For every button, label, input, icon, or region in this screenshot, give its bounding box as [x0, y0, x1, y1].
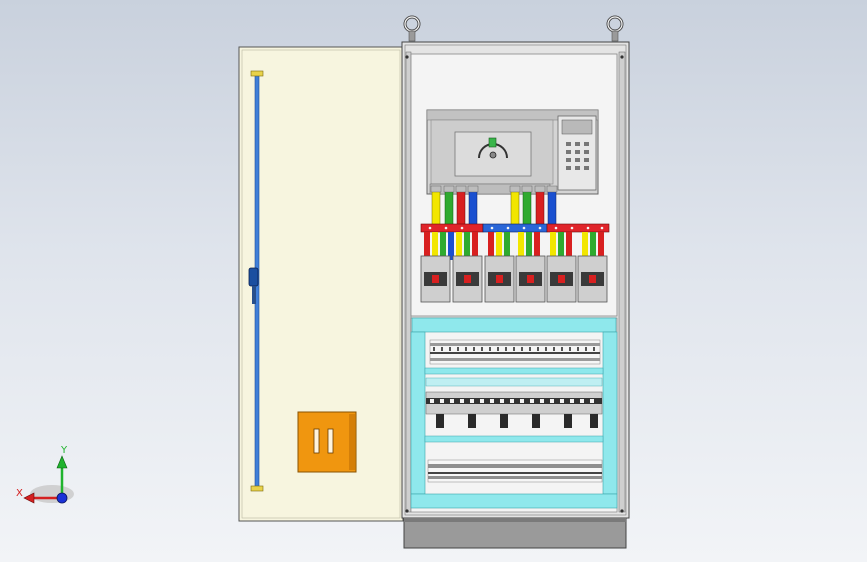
axis-triad: Y X: [16, 445, 74, 504]
cabinet-plinth: [403, 517, 627, 549]
lifting-eye-left: [403, 15, 421, 42]
ats-indicator-icon: [488, 137, 497, 148]
mcb-row: [425, 391, 603, 428]
lifting-eye-right: [606, 15, 624, 42]
ats-controller[interactable]: [557, 115, 597, 191]
y-axis-label: Y: [60, 445, 68, 456]
breaker-4[interactable]: [515, 255, 546, 303]
busbar: [420, 223, 610, 233]
breaker-5[interactable]: [546, 255, 577, 303]
breaker-2[interactable]: [452, 255, 483, 303]
breaker-3[interactable]: [484, 255, 515, 303]
x-axis-label: X: [16, 488, 23, 499]
cabinet-door[interactable]: [238, 46, 404, 522]
breaker-6[interactable]: [577, 255, 608, 303]
breaker-row: [420, 255, 608, 303]
door-handle[interactable]: [297, 411, 357, 473]
terminal-strip-lower: [427, 459, 603, 483]
terminal-strip-upper: [429, 339, 601, 365]
breaker-1[interactable]: [420, 255, 451, 303]
ats-cables: [430, 185, 558, 227]
breaker-cables: [424, 232, 604, 260]
ats-switch[interactable]: [426, 109, 599, 195]
door-latch[interactable]: [248, 267, 259, 304]
